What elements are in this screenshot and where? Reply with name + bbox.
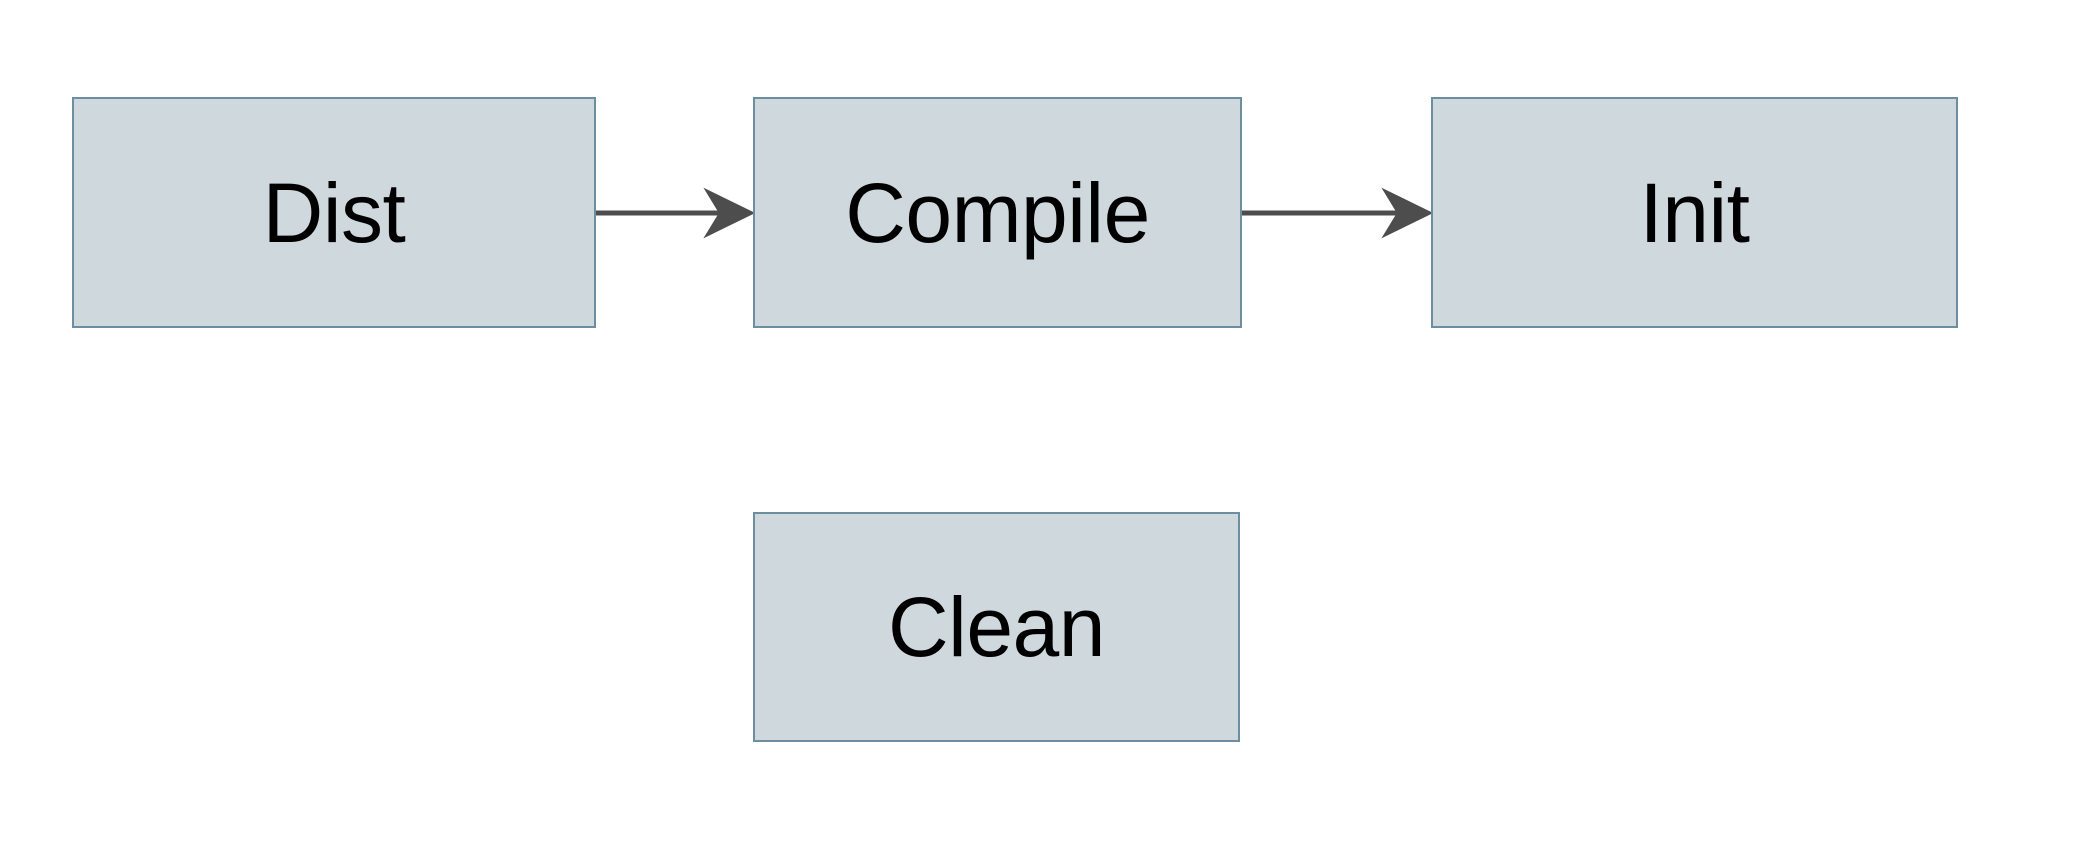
node-dist[interactable]: Dist <box>72 97 596 328</box>
node-label-compile: Compile <box>845 165 1150 260</box>
edge-dist-to-compile[interactable] <box>596 187 756 239</box>
node-label-init: Init <box>1639 165 1750 260</box>
node-label-dist: Dist <box>262 165 406 260</box>
arrowhead-icon <box>703 187 756 239</box>
node-init[interactable]: Init <box>1431 97 1958 328</box>
arrowhead-icon <box>1381 187 1434 239</box>
node-clean[interactable]: Clean <box>753 512 1240 742</box>
edge-compile-to-init[interactable] <box>1242 187 1434 239</box>
node-compile[interactable]: Compile <box>753 97 1242 328</box>
node-label-clean: Clean <box>888 580 1105 674</box>
